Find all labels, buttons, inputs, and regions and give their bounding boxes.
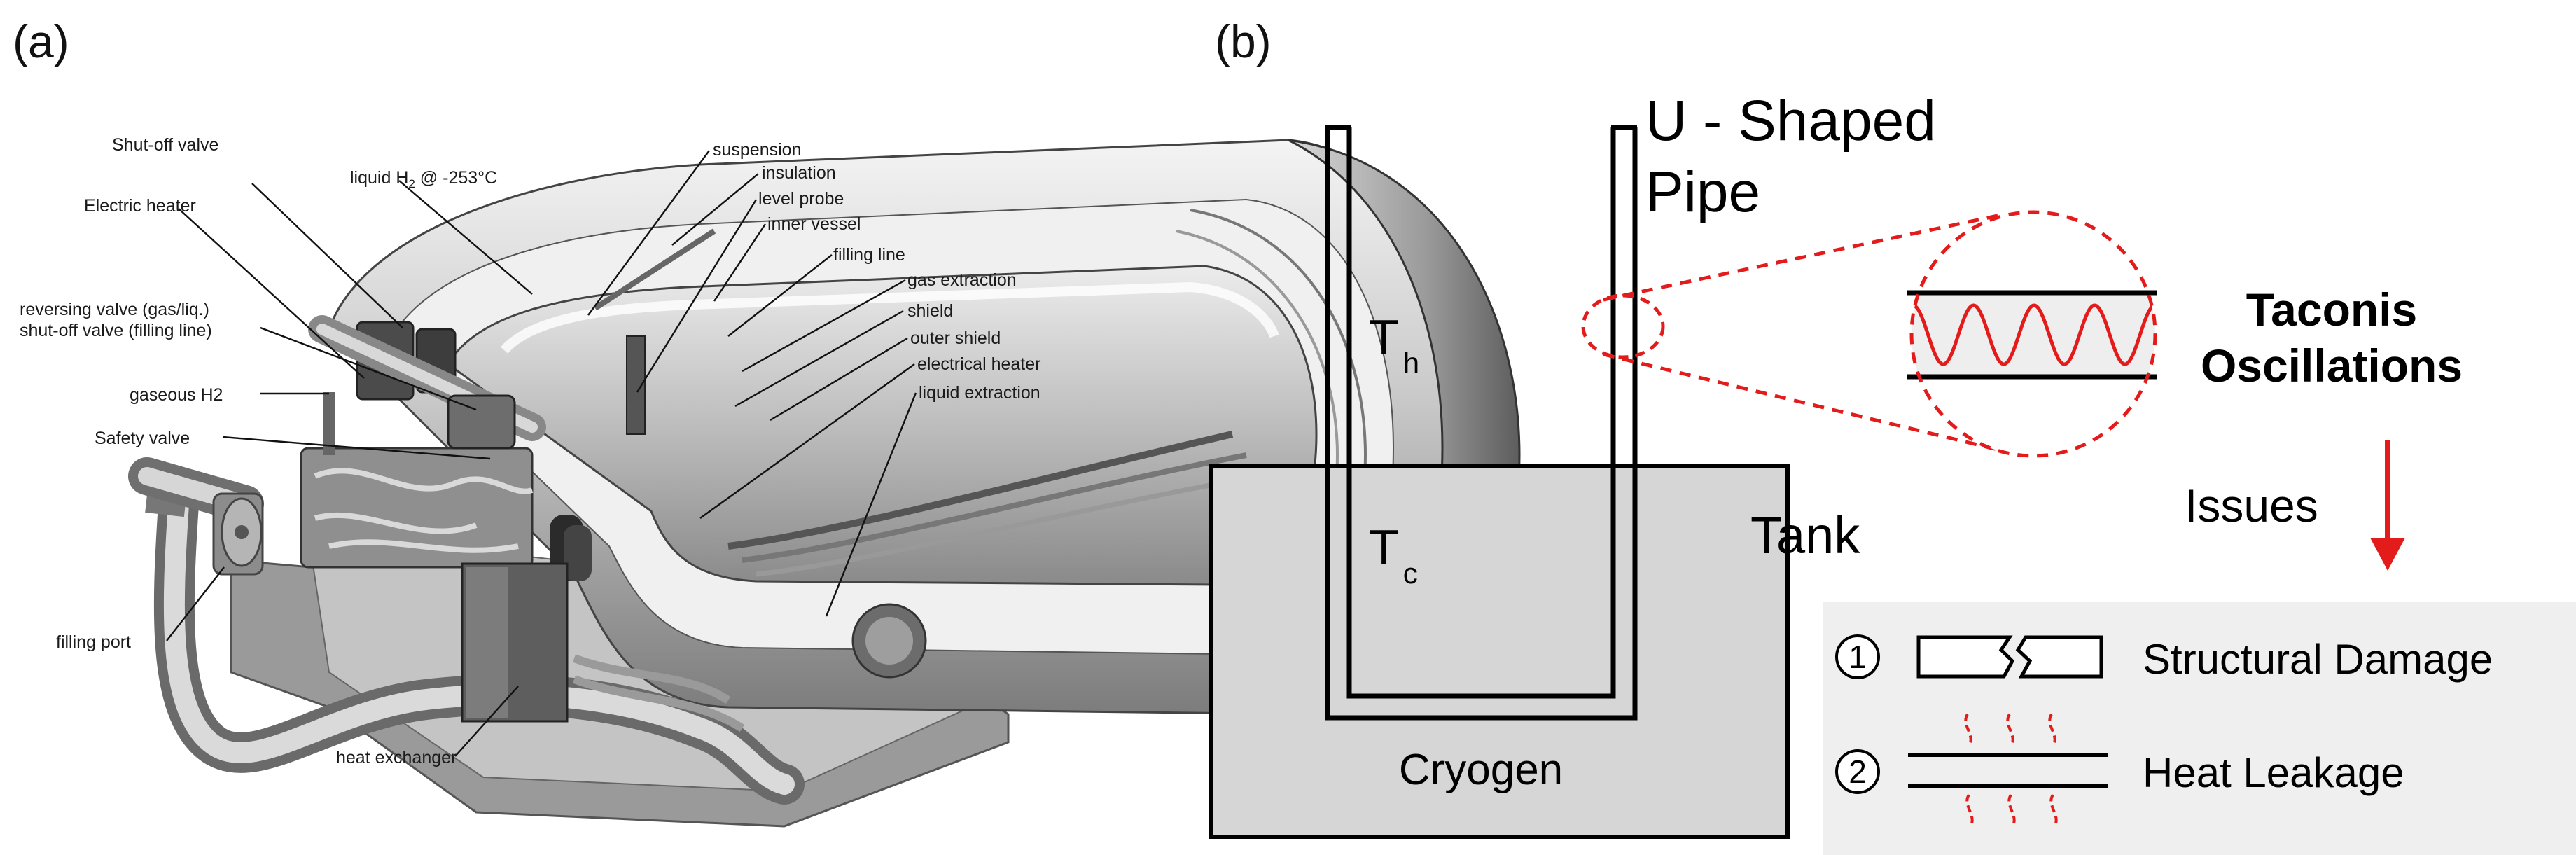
filling-pipe-highlight (163, 494, 795, 795)
tank (1209, 464, 1790, 839)
u-pipe-inner (1346, 127, 1616, 699)
oscillation-wave (1912, 303, 2155, 366)
u-pipe-outer (1325, 127, 1638, 721)
internal-pipes-3 (756, 473, 1261, 577)
issue-2-label: Heat Leakage (2143, 749, 2404, 796)
oscillations-title-line2: Oscillations (2201, 340, 2463, 391)
exchanger-tubes (572, 654, 745, 732)
panel-a-label: (a) (13, 15, 69, 67)
valve-cluster-tubes (314, 468, 534, 553)
zoom-line-bottom (1603, 352, 1998, 452)
label-outer-shield: outer shield (910, 328, 1001, 348)
panel-b-label: (b) (1215, 15, 1272, 67)
label-shield: shield (907, 301, 953, 321)
label-insulation: insulation (762, 163, 836, 183)
filling-port-bolt (235, 525, 249, 539)
label-inner-vessel: inner vessel (767, 214, 861, 234)
label-suspension: suspension (713, 140, 801, 160)
callout-labels: Shut-off valve Electric heater liquid H2… (20, 135, 1040, 767)
label-liquid-extraction: liquid extraction (919, 383, 1040, 403)
issue-1-label: Structural Damage (2143, 636, 2493, 683)
internal-pipes (727, 431, 1234, 550)
label-filling-port: filling port (56, 632, 131, 652)
label-liquid-h2: liquid H2 @ -253°C (350, 168, 497, 190)
dark-cylinder-2 (564, 525, 592, 581)
internal-pipes-2 (742, 452, 1247, 563)
zoom-circle-outline (1909, 210, 2157, 458)
label-safety-valve: Safety valve (95, 429, 190, 448)
cryogen-label: Cryogen (1399, 746, 1563, 794)
label-filling-line: filling line (833, 245, 905, 265)
safety-valve-unit (447, 394, 516, 450)
zoom-source-ellipse (1581, 293, 1665, 359)
issue-2-number: 2 (1849, 753, 1867, 790)
tank-label: Tank (1750, 506, 1860, 564)
issue-1-number: 1 (1849, 639, 1867, 675)
issue-structural-damage: 1 Structural Damage (1835, 634, 2493, 683)
issue-2-number-circle (1835, 749, 1880, 794)
end-fitting-inner (865, 617, 913, 665)
issue-heat-leakage: 2 Heat Leakage (1835, 713, 2404, 828)
heat-leakage-icon (1908, 713, 2108, 828)
inner-vessel-highlight (500, 281, 1279, 354)
label-reversing-valve: reversing valve (gas/liq.) (20, 300, 209, 319)
broken-pipe-icon (1916, 635, 2103, 679)
label-heat-exchanger: heat exchanger (336, 748, 457, 767)
issue-1-number-circle (1835, 634, 1880, 679)
zoom-magnifier (1907, 210, 2157, 458)
label-electric-heater: Electric heater (84, 196, 196, 216)
zoom-line-top (1603, 214, 1998, 302)
heat-exchanger-face (466, 567, 508, 718)
oscillations-title-line1: Taconis (2246, 284, 2418, 335)
issues-arrow-head (2370, 538, 2405, 571)
pipe-label-line1: U - Shaped (1645, 89, 1936, 153)
pipe-label-line2: Pipe (1645, 160, 1760, 224)
label-shutoff-valve: Shut-off valve (112, 135, 218, 155)
issues-label: Issues (2185, 480, 2318, 531)
suspension-strap (593, 228, 716, 311)
label-gas-extraction: gas extraction (907, 270, 1017, 290)
callout-leaders (166, 150, 917, 757)
label-shutoff-filling: shut-off valve (filling line) (20, 321, 212, 340)
label-level-probe: level probe (758, 189, 844, 209)
label-electrical-heater: electrical heater (917, 354, 1040, 374)
label-gaseous-h2: gaseous H2 (130, 385, 223, 405)
